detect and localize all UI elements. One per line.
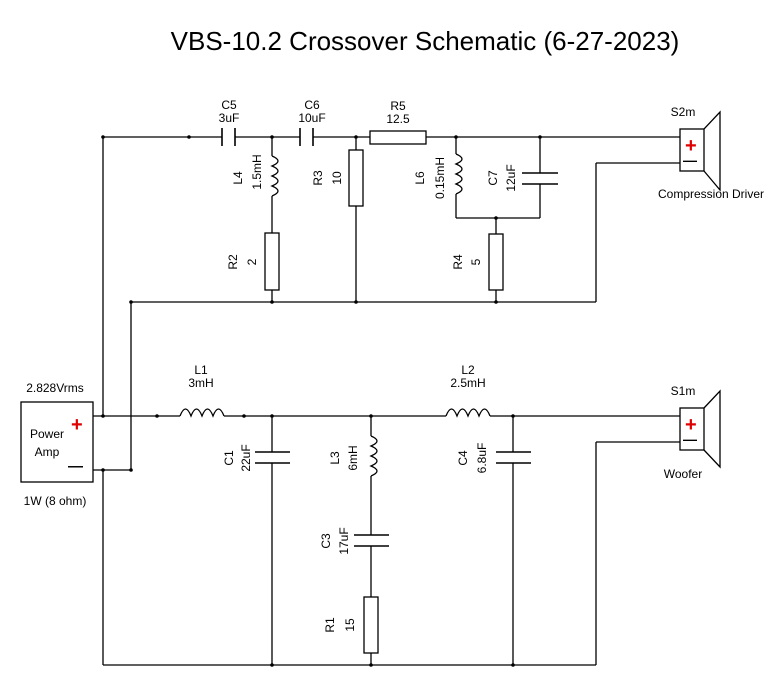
s1m-name: Woofer <box>664 467 702 481</box>
junction-dot <box>369 414 373 418</box>
c1-value: 22uF <box>239 444 253 471</box>
l3-ref: L3 <box>328 451 342 465</box>
c6-value: 10uF <box>298 111 325 125</box>
c7-ref: C7 <box>486 170 500 186</box>
speaker-s1m: + — S1m Woofer <box>664 384 721 481</box>
capacitor-c4: C4 6.8uF <box>456 416 531 665</box>
capacitor-c5: C5 3uF <box>219 98 240 146</box>
source-plus-icon: + <box>71 414 83 436</box>
inductor-l3: L3 6mH <box>328 416 378 535</box>
source-power: 1W (8 ohm) <box>24 494 87 508</box>
capacitor-c7: C7 12uF <box>486 137 558 218</box>
l6-ref: L6 <box>413 171 427 185</box>
r3-value: 10 <box>330 171 344 185</box>
source-name-line1: Power <box>30 427 64 441</box>
junction-dot <box>270 414 274 418</box>
r4-value: 5 <box>469 258 483 265</box>
junction-dot <box>101 468 105 472</box>
s2m-minus-icon: — <box>683 152 697 168</box>
inductor-l2: L2 2.5mH <box>445 363 491 418</box>
junction-dot <box>538 135 542 139</box>
s1m-id: S1m <box>671 384 696 398</box>
l1-ref: L1 <box>194 363 208 377</box>
r5-value: 12.5 <box>386 112 410 126</box>
junction-dot <box>129 300 133 304</box>
resistor-r1: R1 15 <box>323 596 379 665</box>
source-minus-icon: — <box>68 458 83 475</box>
junction-dot <box>155 414 159 418</box>
l2-value: 2.5mH <box>450 376 485 390</box>
capacitor-c1: C1 22uF <box>222 416 290 665</box>
junction-dot <box>494 300 498 304</box>
c5-ref: C5 <box>221 98 237 112</box>
junction-dot <box>270 300 274 304</box>
c3-ref: C3 <box>319 533 333 549</box>
s2m-plus-icon: + <box>685 135 697 157</box>
s1m-plus-icon: + <box>685 414 697 436</box>
junction-dot <box>494 216 498 220</box>
s2m-id: S2m <box>671 105 696 119</box>
r5-ref: R5 <box>390 99 406 113</box>
resistor-r4: R4 5 <box>451 233 504 302</box>
l4-ref: L4 <box>231 171 245 185</box>
l4-value: 1.5mH <box>250 154 264 189</box>
s1m-minus-icon: — <box>683 431 697 447</box>
c5-value: 3uF <box>219 111 240 125</box>
l3-value: 6mH <box>346 445 360 470</box>
c6-ref: C6 <box>304 98 320 112</box>
l6-value: 0.15mH <box>433 157 447 199</box>
source-voltage: 2.828Vrms <box>26 381 84 395</box>
inductor-l4: L4 1.5mH <box>231 137 279 233</box>
r1-ref: R1 <box>323 617 337 633</box>
power-amp-source: 2.828Vrms Power Amp + — 1W (8 ohm) <box>20 381 94 508</box>
inductor-l6: L6 0.15mH <box>413 153 463 218</box>
c3-value: 17uF <box>337 527 351 554</box>
junction-dot <box>454 135 458 139</box>
speaker-s2m: + — S2m Compression Driver <box>658 105 764 201</box>
junction-dot <box>242 414 246 418</box>
c1-ref: C1 <box>222 450 236 466</box>
resistor-r3: R3 10 <box>311 137 364 302</box>
junction-dot <box>101 414 105 418</box>
capacitor-c3: C3 17uF <box>319 527 389 597</box>
junction-dot <box>511 414 515 418</box>
resistor-r2: R2 2 <box>226 232 280 302</box>
junction-dot <box>129 468 133 472</box>
woofer-section: L1 3mH L2 2.5mH C1 22uF L3 6mH <box>93 363 680 667</box>
junction-dot <box>354 135 358 139</box>
junction-dot <box>101 135 105 139</box>
r2-value: 2 <box>245 258 259 265</box>
c4-ref: C4 <box>456 450 470 466</box>
resistor-r5: R5 12.5 <box>369 99 427 145</box>
junction-dot <box>354 300 358 304</box>
junction-dot <box>369 663 373 667</box>
junction-dot <box>270 135 274 139</box>
tweeter-section: C5 3uF C6 10uF R5 12.5 L4 1.5mH R2 <box>101 98 680 470</box>
r2-ref: R2 <box>226 254 240 270</box>
r1-value: 15 <box>343 618 357 632</box>
junction-dot <box>187 135 191 139</box>
c4-value: 6.8uF <box>475 443 489 474</box>
source-name-line2: Amp <box>35 445 60 459</box>
junction-dot <box>511 663 515 667</box>
l2-ref: L2 <box>461 363 475 377</box>
junction-dot <box>270 663 274 667</box>
s2m-name: Compression Driver <box>658 187 764 201</box>
c7-value: 12uF <box>504 164 518 191</box>
l1-value: 3mH <box>188 376 213 390</box>
inductor-l1: L1 3mH <box>179 363 225 418</box>
r3-ref: R3 <box>311 170 325 186</box>
capacitor-c6: C6 10uF <box>298 98 326 146</box>
r4-ref: R4 <box>451 254 465 270</box>
schematic-title: VBS-10.2 Crossover Schematic (6-27-2023) <box>171 26 680 56</box>
